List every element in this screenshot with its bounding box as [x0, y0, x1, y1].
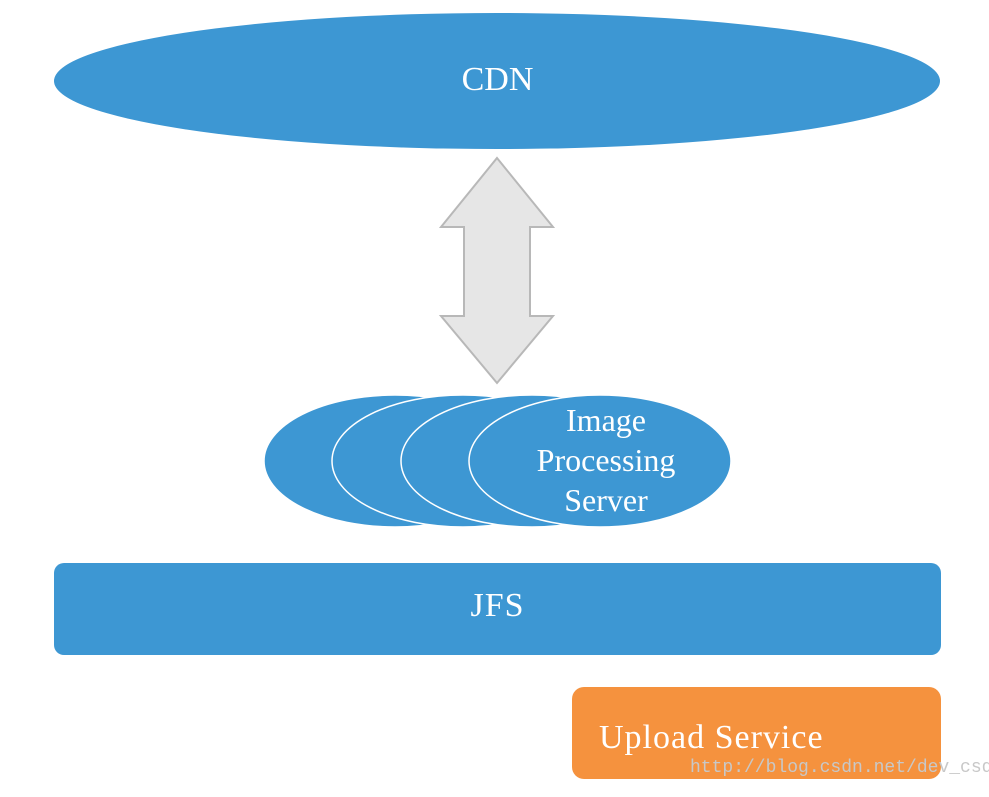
cdn-node: [54, 13, 940, 149]
image-processing-server-label-line: Server: [564, 482, 648, 518]
image-processing-server-label-line: Image: [566, 402, 646, 438]
cdn-label: CDN: [461, 61, 534, 98]
image-processing-server-label: Image Processing Server: [500, 400, 712, 520]
upload-service-label: Upload Service: [599, 719, 824, 756]
bidirectional-arrow-icon: [438, 156, 556, 385]
jfs-node: [54, 563, 941, 655]
image-processing-server-label-line: Processing: [536, 442, 676, 478]
image-processing-server-node: [468, 394, 732, 528]
upload-service-node: [572, 687, 941, 779]
watermark: http://blog.csdn.net/dev_csdn: [690, 758, 989, 778]
jfs-label: JFS: [470, 587, 525, 624]
